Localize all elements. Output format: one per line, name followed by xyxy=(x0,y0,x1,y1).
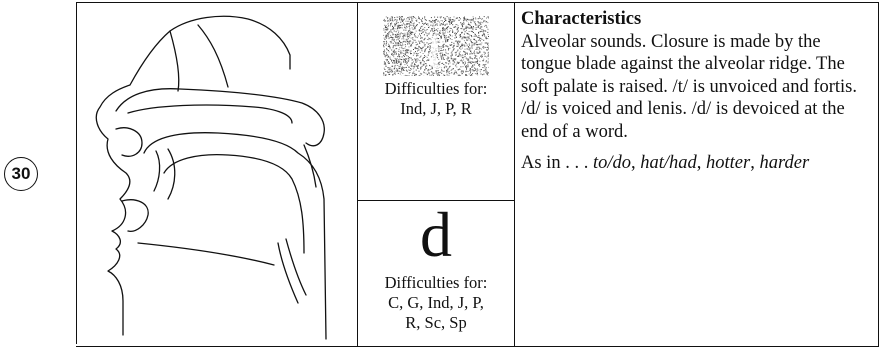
glottis xyxy=(278,239,306,303)
head-outline xyxy=(96,16,290,335)
jaw-line xyxy=(138,243,274,265)
upper-lip xyxy=(116,128,142,156)
nasal-cavity xyxy=(170,25,228,91)
card-left-border xyxy=(76,2,77,344)
symbol-d-difficulties-label: Difficulties for: xyxy=(358,273,514,293)
symbol-t-image: t xyxy=(383,16,489,76)
palate-line xyxy=(116,89,324,146)
characteristics-examples: As in . . . to/do, hat/had, hotter, hard… xyxy=(521,152,873,175)
characteristics-body: Alveolar sounds. Closure is made by the … xyxy=(521,31,873,144)
vocal-tract-diagram xyxy=(78,3,357,346)
example-3: hotter xyxy=(706,153,750,173)
section-number-badge: 30 xyxy=(4,157,38,191)
symbol-t-difficulties-label: Difficulties for: xyxy=(358,79,514,99)
teeth xyxy=(154,149,175,199)
section-number: 30 xyxy=(12,164,31,184)
uvula xyxy=(304,145,316,187)
symbol-t-letter: t xyxy=(427,16,444,76)
examples-prefix: As in . . . xyxy=(521,153,593,173)
tongue-outline xyxy=(144,133,326,339)
symbol-d-difficulties-line1: C, G, Ind, J, P, xyxy=(358,293,514,313)
symbol-t-cell: t Difficulties for: Ind, J, P, R xyxy=(358,3,514,200)
symbol-d-letter: d xyxy=(358,203,514,267)
tongue-inner xyxy=(164,155,304,253)
characteristics-heading: Characteristics xyxy=(521,8,873,31)
column-divider-right xyxy=(514,2,515,347)
palate-lower xyxy=(128,105,292,123)
symbol-d-difficulties-line2: R, Sc, Sp xyxy=(358,313,514,333)
characteristics-panel: Characteristics Alveolar sounds. Closure… xyxy=(521,8,873,175)
symbol-t-difficulties: Ind, J, P, R xyxy=(358,99,514,119)
example-2: hat/had xyxy=(640,153,697,173)
example-4: harder xyxy=(759,153,809,173)
symbol-d-cell: d Difficulties for: C, G, Ind, J, P, R, … xyxy=(358,201,514,346)
example-1: to/do xyxy=(593,153,631,173)
